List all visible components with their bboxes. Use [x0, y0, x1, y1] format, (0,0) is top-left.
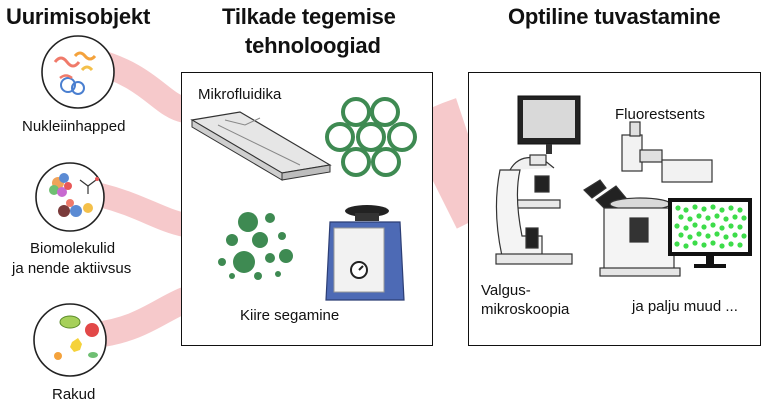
vortex-mixer-icon	[325, 205, 405, 301]
label-nucleic-acids: Nukleiinhapped	[22, 118, 126, 135]
label-brightfield-line2: mikroskoopia	[481, 301, 570, 318]
molecule-formula-icon	[79, 177, 99, 194]
biomolecule-circle	[35, 162, 105, 232]
flow-band-middle	[88, 183, 197, 237]
fluorescence-microscope-icon	[583, 121, 713, 277]
microfluidic-chip-icon	[190, 111, 332, 181]
label-rapid-mixing: Kiire segamine	[240, 307, 340, 324]
heading-droplet-tech-line2: tehnoloogiad	[245, 33, 381, 58]
fluorescent-dots	[674, 204, 747, 249]
heading-droplet-tech-line1: Tilkade tegemise	[222, 4, 396, 29]
label-microfluidics: Mikrofluidika	[198, 86, 282, 103]
label-biomolecules: Biomolekulid	[30, 240, 116, 257]
protein-structure-icon	[49, 173, 72, 197]
flow-band-bottom	[82, 287, 198, 348]
emulsion-droplets-icon	[218, 212, 293, 280]
label-and-many-more: ja palju muud ...	[632, 298, 738, 315]
brightfield-monitor-icon	[517, 95, 581, 154]
brightfield-microscope-icon	[495, 154, 573, 265]
heading-optical-detection: Optiline tuvastamine	[508, 4, 721, 29]
droplet-cluster-icon	[325, 97, 417, 177]
cell-circle	[33, 303, 107, 377]
enzyme-icons	[58, 199, 93, 217]
label-brightfield-line1: Valgus-	[481, 282, 531, 299]
label-fluorescence: Fluorestsents	[615, 106, 706, 123]
nucleic-acid-circle	[41, 35, 115, 109]
fluorescence-monitor-icon	[668, 198, 752, 268]
label-cells: Rakud	[52, 386, 96, 403]
label-biomolecules-line2: ja nende aktiivsus	[12, 260, 132, 277]
dna-strands-icon	[53, 51, 97, 95]
heading-research-object: Uurimisobjekt	[6, 4, 151, 29]
